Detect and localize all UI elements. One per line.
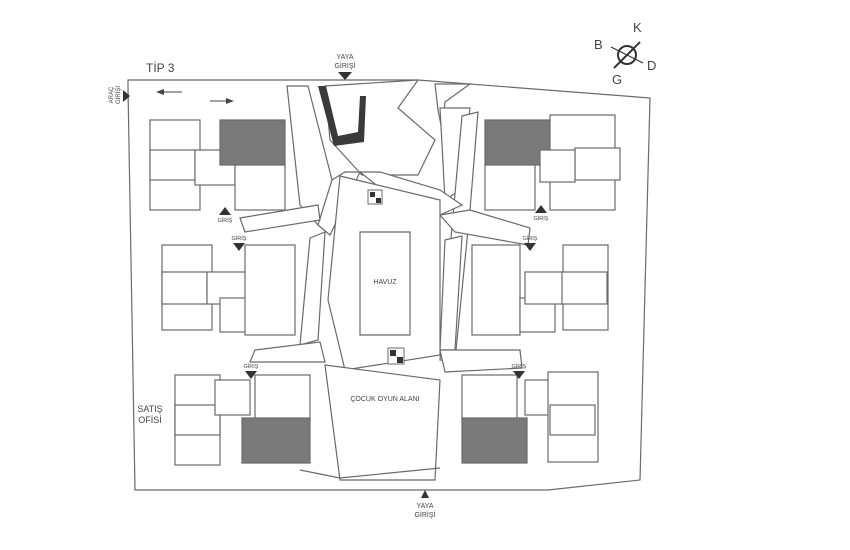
svg-text:GİRİŞİ: GİRİŞİ [414, 510, 435, 519]
playground-area [324, 364, 441, 481]
sales-office-label-line1: SATIŞ [137, 404, 162, 414]
playground-label: ÇOCUK OYUN ALANI [350, 396, 419, 403]
traffic-direction-arrows [156, 89, 234, 104]
svg-text:GİRİŞİ: GİRİŞİ [334, 61, 355, 70]
compass-east: D [647, 58, 656, 73]
svg-text:GİRİŞİ: GİRİŞİ [115, 86, 122, 104]
svg-text:GİRİŞ: GİRİŞ [232, 235, 247, 242]
building-top-left [149, 119, 286, 211]
entrance-marker-bottom-right: GİRİŞ [512, 363, 527, 379]
bottom-path [299, 467, 441, 479]
pool-label: HAVUZ [373, 279, 397, 286]
compass-west: B [594, 37, 603, 52]
building-top-right [484, 114, 621, 211]
pedestrian-entrance-bottom: YAYA GİRİŞİ [414, 490, 436, 519]
svg-text:ARAÇ: ARAÇ [109, 86, 115, 103]
compass-south: G [612, 72, 622, 87]
svg-text:GİRİŞ: GİRİŞ [218, 217, 233, 224]
building-bottom-right [461, 371, 599, 464]
svg-text:GİRİŞ: GİRİŞ [244, 363, 259, 370]
pool-entrance-icon-top [367, 189, 383, 205]
pool [359, 231, 411, 336]
entrance-marker-bottom-left: GİRİŞ [244, 363, 259, 379]
svg-text:YAYA: YAYA [416, 503, 433, 510]
svg-text:GİRİŞ: GİRİŞ [523, 235, 538, 242]
site-boundary [127, 79, 651, 491]
building-middle-left [161, 244, 296, 336]
building-middle-right [471, 244, 609, 336]
compass-north: K [633, 20, 642, 35]
svg-text:YAYA: YAYA [336, 54, 353, 61]
sales-office-label-line2: OFİSİ [138, 415, 162, 425]
entrance-structure [318, 86, 366, 146]
compass-icon: K B D G [594, 20, 656, 87]
entrance-marker-top-left: GİRİŞ [218, 207, 233, 224]
pedestrian-entrance-top: YAYA GİRİŞİ [334, 54, 356, 80]
vehicle-entrance: ARAÇ GİRİŞİ [109, 86, 130, 104]
type-label: TİP 3 [146, 61, 175, 75]
entrance-marker-middle-left: GİRİŞ [232, 235, 247, 251]
entrance-marker-top-right: GİRİŞ [534, 205, 549, 222]
svg-text:GİRİŞ: GİRİŞ [534, 215, 549, 222]
building-bottom-left [174, 374, 311, 466]
entrance-marker-middle-right: GİRİŞ [523, 235, 538, 251]
svg-text:GİRİŞ: GİRİŞ [512, 363, 527, 370]
pool-entrance-icon-bottom [387, 347, 405, 365]
